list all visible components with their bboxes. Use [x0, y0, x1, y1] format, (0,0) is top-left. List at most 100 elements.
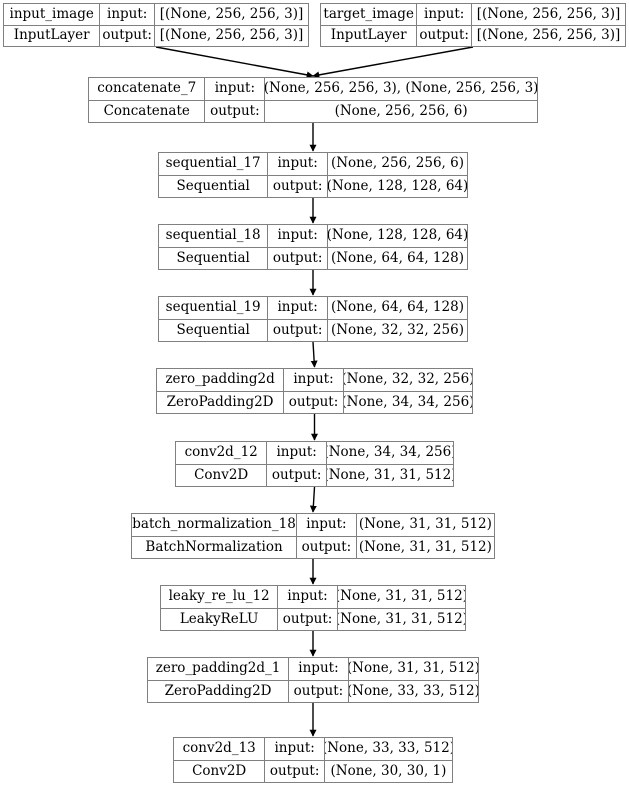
- layer-name: zero_padding2d_1: [148, 658, 290, 680]
- input-label: input:: [205, 78, 266, 100]
- output-label: output:: [100, 25, 156, 46]
- input-label: input:: [284, 369, 344, 391]
- layer-class-name: Conv2D: [176, 464, 268, 486]
- output-label: output:: [205, 100, 266, 122]
- input-shape: (None, 64, 64, 128): [330, 299, 464, 315]
- output-shape: (None, 30, 30, 1): [330, 762, 447, 779]
- input-label: input:: [289, 658, 349, 680]
- input-shape: [(None, 256, 256, 3)]: [159, 5, 304, 22]
- layer-name: batch_normalization_18: [132, 514, 298, 536]
- layer-class-name: BatchNormalization: [132, 536, 298, 558]
- layer-class-name: Sequential: [159, 319, 269, 341]
- output-shape: (None, 31, 31, 512): [326, 466, 453, 483]
- layer-name: sequential_17: [159, 153, 269, 175]
- input-label: input:: [268, 297, 328, 319]
- output-label: output:: [289, 680, 349, 702]
- input-label: input:: [268, 225, 328, 247]
- output-shape: (None, 32, 32, 256): [330, 321, 464, 338]
- output-shape: [(None, 256, 256, 3)]: [159, 27, 304, 43]
- input-shape: [(None, 256, 256, 3)]: [476, 5, 621, 22]
- input-shape: (None, 34, 34, 256): [326, 444, 453, 460]
- layer-class-name: InputLayer: [321, 25, 418, 46]
- layer-name: zero_padding2d: [157, 369, 285, 391]
- input-label: input:: [100, 4, 156, 25]
- output-shape: (None, 31, 31, 512): [358, 538, 492, 555]
- layer-class-name: Sequential: [159, 175, 269, 197]
- output-shape: (None, 128, 128, 64): [327, 177, 467, 194]
- input-shape: (None, 31, 31, 512): [337, 588, 465, 604]
- edge-target_image-to-concatenate_7: [312, 46, 474, 79]
- layer-class-name: Concatenate: [89, 100, 206, 122]
- input-shape: (None, 32, 32, 256): [343, 371, 472, 387]
- input-shape: (None, 33, 33, 512): [324, 740, 452, 756]
- output-label: output:: [297, 536, 357, 558]
- input-label: input:: [278, 586, 338, 608]
- layer-class-name: Conv2D: [174, 760, 266, 782]
- input-shape: (None, 31, 31, 512): [358, 516, 492, 532]
- output-shape: (None, 31, 31, 512): [337, 610, 465, 627]
- output-label: output:: [278, 608, 338, 630]
- output-shape: (None, 64, 64, 128): [330, 249, 464, 266]
- input-shape: (None, 128, 128, 64): [327, 227, 467, 243]
- output-label: output:: [267, 464, 327, 486]
- input-shape: [(None, 256, 256, 3), (None, 256, 256, 3…: [265, 80, 537, 96]
- layer-class-name: InputLayer: [4, 25, 101, 46]
- layer-class-name: Sequential: [159, 247, 269, 269]
- input-label: input:: [265, 738, 325, 760]
- layer-name: leaky_re_lu_12: [161, 586, 279, 608]
- output-shape: (None, 34, 34, 256): [343, 393, 472, 410]
- layer-name: input_image: [4, 4, 101, 25]
- output-label: output:: [284, 391, 344, 413]
- input-shape: (None, 31, 31, 512): [348, 660, 478, 676]
- input-label: input:: [268, 153, 328, 175]
- output-label: output:: [417, 25, 473, 46]
- input-label: input:: [417, 4, 473, 25]
- output-shape: (None, 256, 256, 6): [334, 102, 468, 119]
- input-label: input:: [297, 514, 357, 536]
- layer-class-name: ZeroPadding2D: [157, 391, 285, 413]
- layer-name: conv2d_12: [176, 442, 268, 464]
- output-shape: [(None, 256, 256, 3)]: [476, 27, 621, 43]
- edge-conv2d_12-to-batch_normalization_18: [309, 486, 317, 513]
- output-label: output:: [268, 319, 328, 341]
- output-label: output:: [265, 760, 325, 782]
- edge-input_image-to-concatenate_7: [155, 46, 314, 79]
- output-shape: (None, 33, 33, 512): [348, 682, 478, 699]
- input-shape: (None, 256, 256, 6): [330, 155, 464, 171]
- layer-name: sequential_19: [159, 297, 269, 319]
- layer-name: sequential_18: [159, 225, 269, 247]
